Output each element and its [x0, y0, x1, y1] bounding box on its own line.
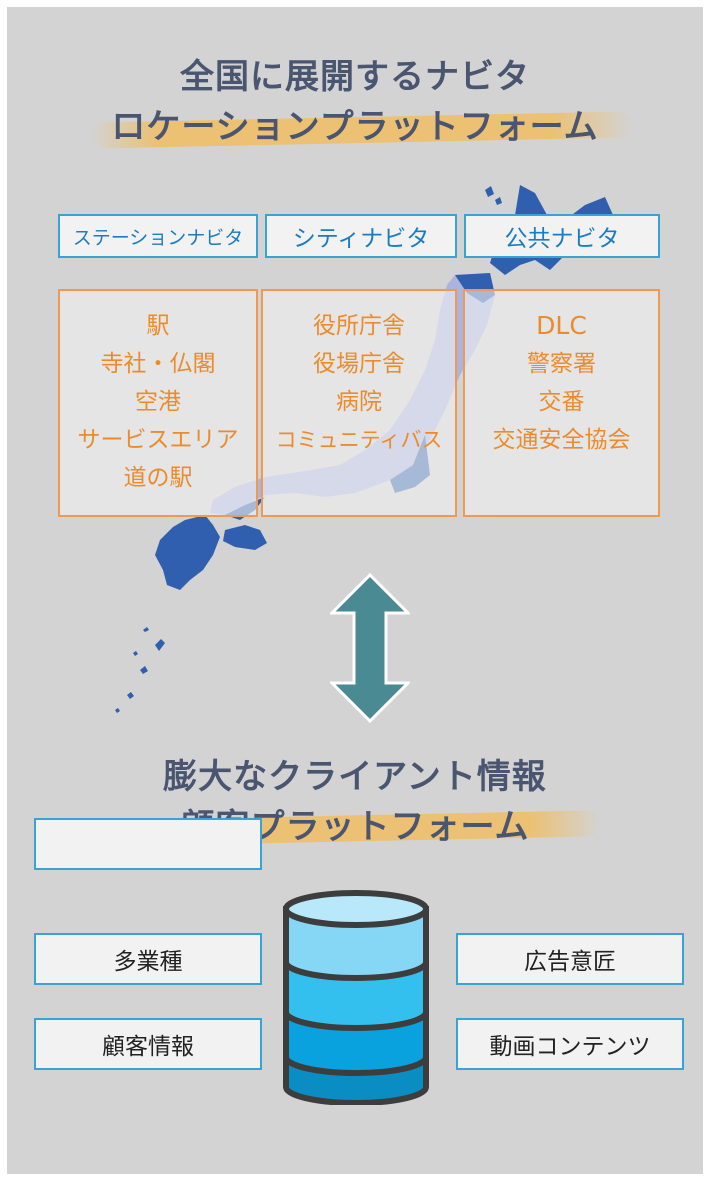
info-box-industries: 多業種 [34, 933, 262, 985]
list-item: 役所庁舎 [313, 313, 405, 339]
list-item: DLC [536, 311, 587, 340]
info-box-label: 多業種 [113, 949, 183, 975]
list-item: 交通安全協会 [492, 427, 631, 453]
location-list-city: 役所庁舎 役場庁舎 病院 コミュニティバス [261, 289, 457, 517]
list-item: サービスエリア [77, 427, 239, 453]
list-item: 駅 [146, 313, 170, 339]
tab-label: ステーションナビタ [72, 226, 244, 249]
top-heading: 全国に展開するナビタ ロケーションプラットフォーム [0, 52, 710, 152]
list-item: 病院 [336, 389, 382, 415]
tab-label: シティナビタ [292, 226, 430, 252]
bottom-heading-line1: 膨大なクライアント情報 [163, 757, 547, 797]
tab-public-navita: 公共ナビタ [464, 214, 660, 258]
list-item: 交番 [538, 389, 585, 415]
list-item: 警察署 [527, 351, 596, 377]
info-box-customer-information: 顧客情報 [34, 1018, 262, 1070]
info-box-customer-info [34, 818, 262, 870]
tab-station-navita: ステーションナビタ [58, 214, 258, 258]
info-box-ad-design: 広告意匠 [456, 933, 684, 985]
location-list-station: 駅 寺社・仏閣 空港 サービスエリア 道の駅 [58, 289, 258, 517]
tab-label: 公共ナビタ [504, 226, 620, 252]
info-box-label: 動画コンテンツ [489, 1034, 651, 1060]
tab-city-navita: シティナビタ [265, 214, 457, 258]
double-arrow-icon [330, 573, 410, 723]
list-item: 空港 [135, 389, 181, 415]
database-icon [283, 890, 429, 1105]
list-item: コミュニティバス [275, 428, 443, 452]
list-item: 寺社・仏閣 [100, 351, 216, 377]
list-item: 役場庁舎 [313, 351, 405, 377]
info-box-label: 広告意匠 [524, 949, 616, 975]
info-box-label: 顧客情報 [102, 1034, 194, 1060]
info-box-video-contents: 動画コンテンツ [456, 1018, 684, 1070]
top-heading-line2: ロケーションプラットフォーム [111, 107, 599, 147]
list-item: 道の駅 [123, 465, 193, 491]
location-list-public: DLC 警察署 交番 交通安全協会 [463, 289, 660, 517]
top-heading-line1: 全国に展開するナビタ [180, 57, 530, 97]
